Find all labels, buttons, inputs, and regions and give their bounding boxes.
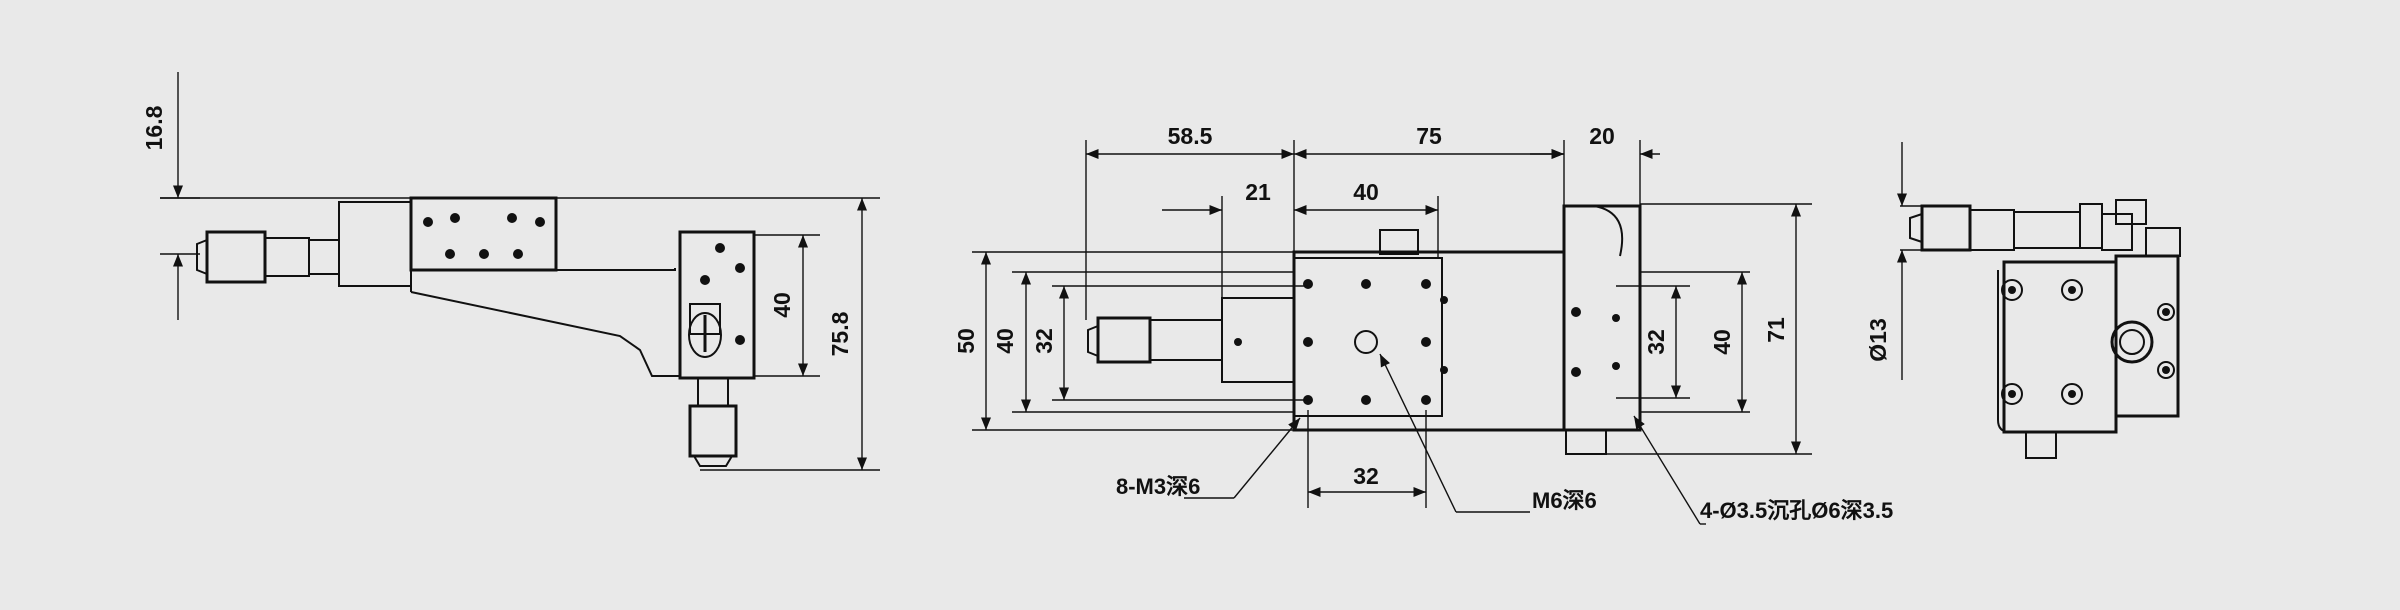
dim-label-diameter-13: Ø13 [1865,318,1891,361]
dim-label-40-top: 40 [1353,179,1379,205]
dim-label-16-8: 16.8 [141,105,167,150]
end-view: Ø13 [1865,142,2181,459]
dim-label-32-bottom: 32 [1353,463,1379,489]
dim-label-50: 50 [953,328,979,354]
label-counterbore: 4-Ø3.5沉孔Ø6深3.5 [1700,498,1893,523]
dim-label-20: 20 [1589,123,1615,149]
horizontal-micrometer [196,196,558,287]
dim-label-58-5: 58.5 [1168,123,1213,149]
end-holes [2001,279,2175,405]
dim-label-75-8: 75.8 [827,311,853,356]
side-view: 16.8 40 75.8 [141,72,880,471]
plan-view: 58.5 75 20 21 40 50 40 32 32 [953,123,1893,525]
dim-40-side: 40 [754,234,820,377]
dim-label-40-left: 40 [992,328,1018,354]
label-m6-hole: M6深6 [1532,488,1597,513]
label-m3-holes: 8-M3深6 [1116,474,1200,499]
dim-label-32-left: 32 [1031,328,1057,354]
dim-label-32-right: 32 [1643,329,1669,355]
dim-label-40-side: 40 [769,292,795,318]
dim-label-71: 71 [1763,317,1789,343]
dim-16-8: 16.8 [141,72,200,320]
dim-75-8: 75.8 [700,198,880,471]
dim-label-75: 75 [1416,123,1442,149]
side-holes [423,213,545,259]
dim-label-40-right: 40 [1709,329,1735,355]
dim-label-21: 21 [1245,179,1271,205]
